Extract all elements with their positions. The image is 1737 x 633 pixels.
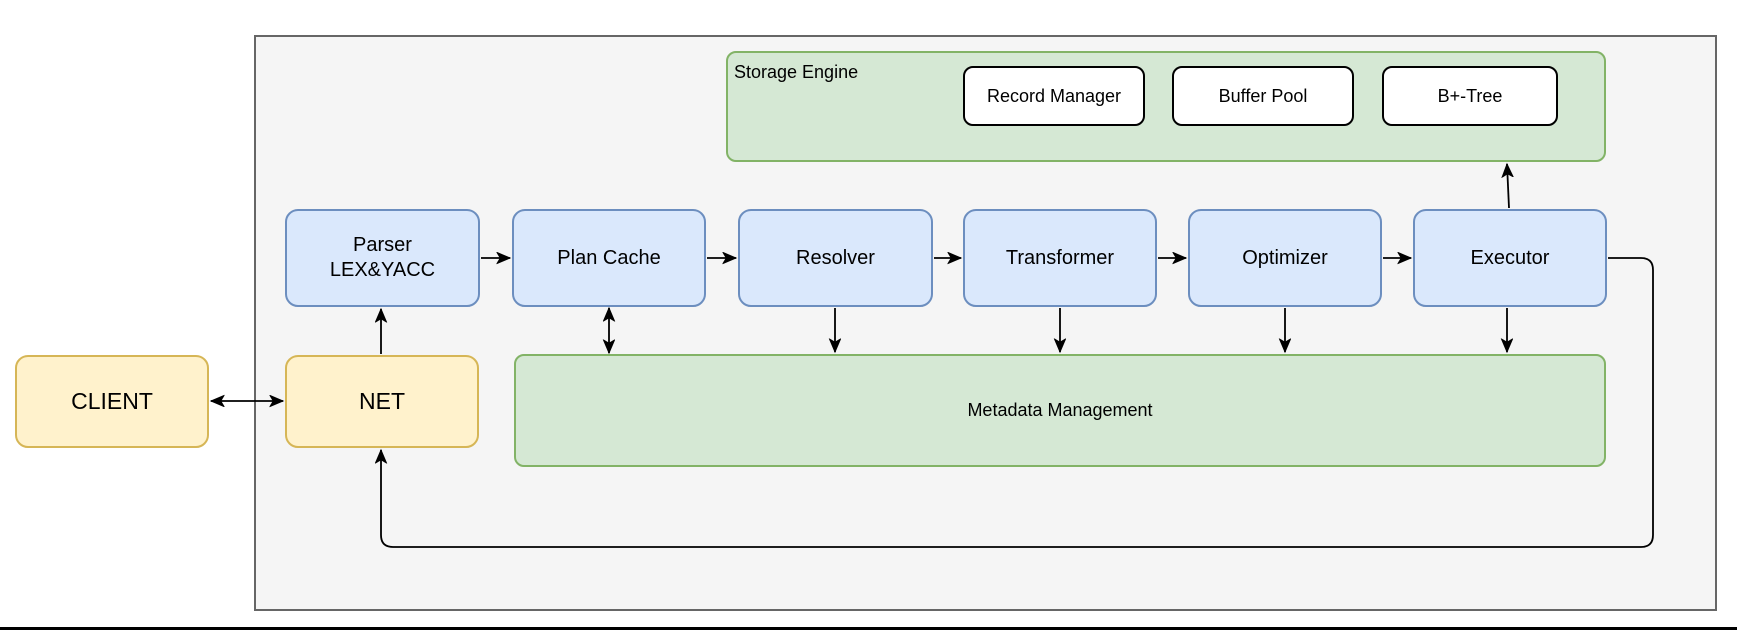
parser-label: Parser LEX&YACC bbox=[329, 234, 436, 281]
net-label: NET bbox=[359, 388, 405, 415]
parser-node: Parser LEX&YACC bbox=[285, 209, 480, 307]
transformer-node: Transformer bbox=[963, 209, 1157, 307]
resolver-node: Resolver bbox=[738, 209, 933, 307]
bplus-tree-node: B+-Tree bbox=[1382, 66, 1558, 126]
record-manager-label: Record Manager bbox=[986, 85, 1122, 106]
optimizer-label: Optimizer bbox=[1242, 246, 1328, 269]
client-node: CLIENT bbox=[15, 355, 209, 448]
executor-node: Executor bbox=[1413, 209, 1607, 307]
plan-cache-label: Plan Cache bbox=[557, 246, 661, 269]
metadata-management-label: Metadata Management bbox=[967, 400, 1153, 421]
bplus-tree-label: B+-Tree bbox=[1437, 85, 1503, 106]
resolver-label: Resolver bbox=[796, 246, 875, 269]
net-node: NET bbox=[285, 355, 479, 448]
optimizer-node: Optimizer bbox=[1188, 209, 1382, 307]
buffer-pool-node: Buffer Pool bbox=[1172, 66, 1354, 126]
record-manager-node: Record Manager bbox=[963, 66, 1145, 126]
metadata-management-node: Metadata Management bbox=[514, 354, 1606, 467]
bottom-divider bbox=[0, 627, 1737, 630]
plan-cache-node: Plan Cache bbox=[512, 209, 706, 307]
executor-label: Executor bbox=[1470, 246, 1550, 269]
client-label: CLIENT bbox=[71, 388, 153, 415]
storage-engine-label: Storage Engine bbox=[734, 62, 859, 82]
transformer-label: Transformer bbox=[1005, 246, 1115, 269]
buffer-pool-label: Buffer Pool bbox=[1218, 85, 1308, 106]
